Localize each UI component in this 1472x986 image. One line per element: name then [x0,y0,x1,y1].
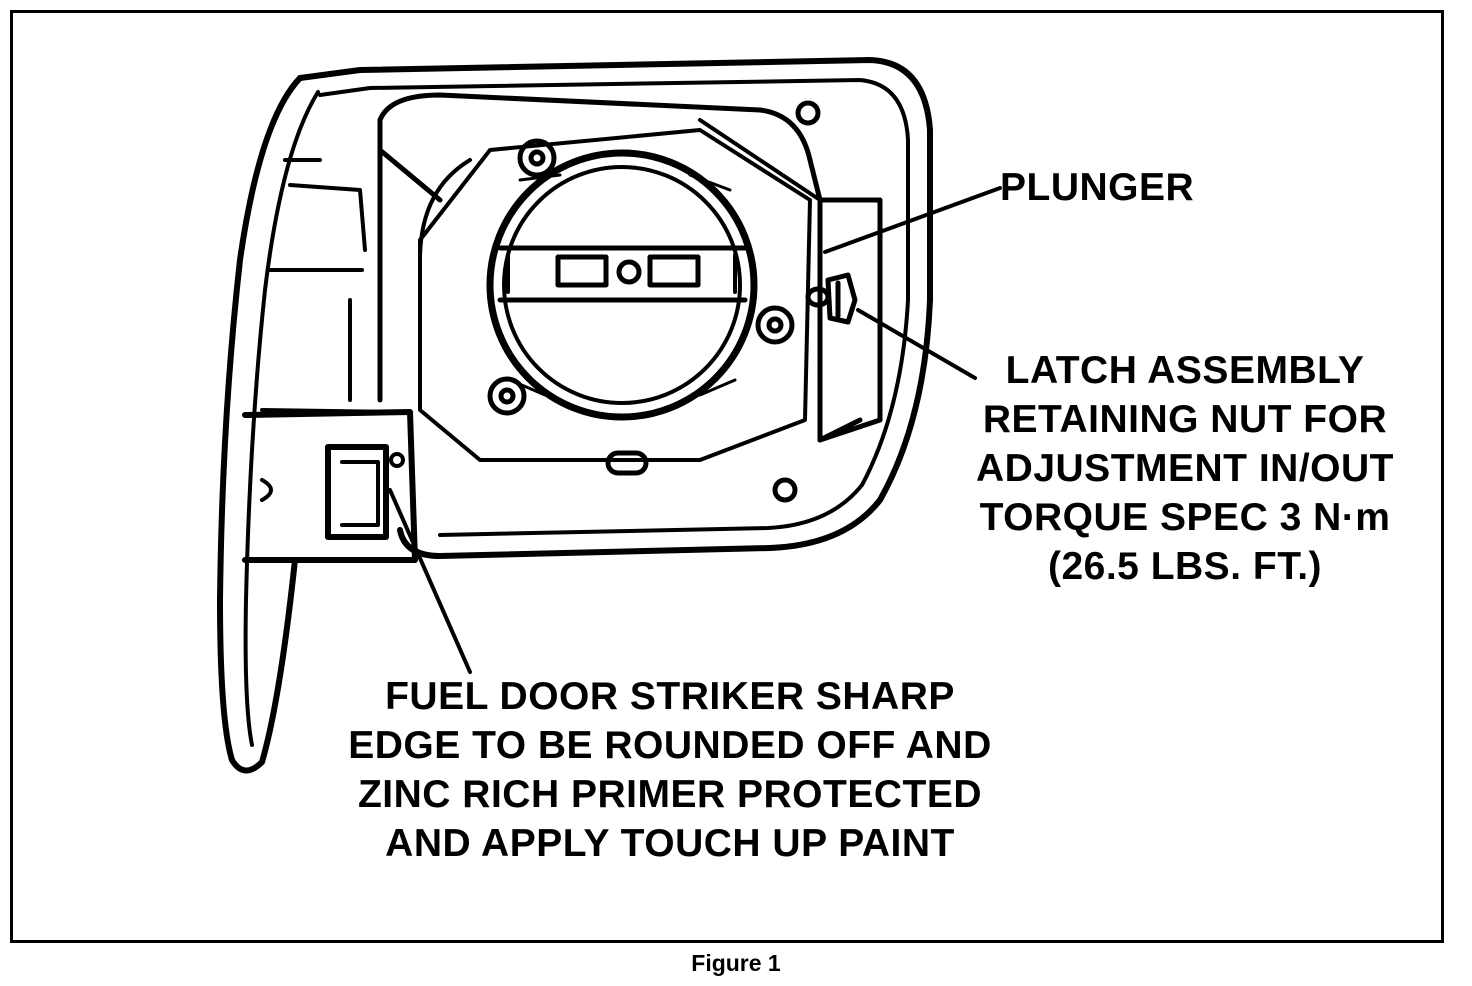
mounting-hole-icon [772,477,798,503]
mounting-hole-icon [487,376,527,416]
latch-label-line: TORQUE SPEC 3 N·m [979,496,1391,539]
latch-label-line: LATCH ASSEMBLY [1005,349,1365,392]
leader-lines [388,186,1002,674]
drain-slot-icon [605,450,649,476]
mounting-holes [487,100,821,503]
plunger-label: PLUNGER [1000,163,1194,212]
fuel-door-panel [217,75,402,774]
mounting-hole-icon [755,305,795,345]
fuel-door-recess-frame [297,57,933,559]
figure-caption: Figure 1 [691,950,781,976]
fuel-cap [486,149,758,421]
striker-leader [388,488,472,674]
striker-label: FUEL DOOR STRIKER SHARP EDGE TO BE ROUND… [290,672,1050,868]
filler-housing [377,92,883,462]
mounting-hole-icon [517,138,557,178]
striker-bracket [242,409,418,563]
latch-assembly-label: LATCH ASSEMBLY RETAINING NUT FOR ADJUSTM… [935,346,1435,591]
striker-label-line: ZINC RICH PRIMER PROTECTED [357,773,982,816]
latch-assembly [805,272,858,325]
plunger-label-line: PLUNGER [1000,166,1195,209]
striker-label-line: AND APPLY TOUCH UP PAINT [385,822,955,865]
latch-label-line: RETAINING NUT FOR [982,398,1388,441]
striker-label-line: EDGE TO BE ROUNDED OFF AND [348,724,992,767]
latch-label-line: (26.5 LBS. FT.) [1047,545,1323,588]
mounting-hole-icon [795,100,821,126]
latch-leader [856,308,977,380]
plunger-leader [823,186,1002,254]
latch-label-line: ADJUSTMENT IN/OUT [976,447,1394,490]
striker-label-line: FUEL DOOR STRIKER SHARP [385,675,955,718]
